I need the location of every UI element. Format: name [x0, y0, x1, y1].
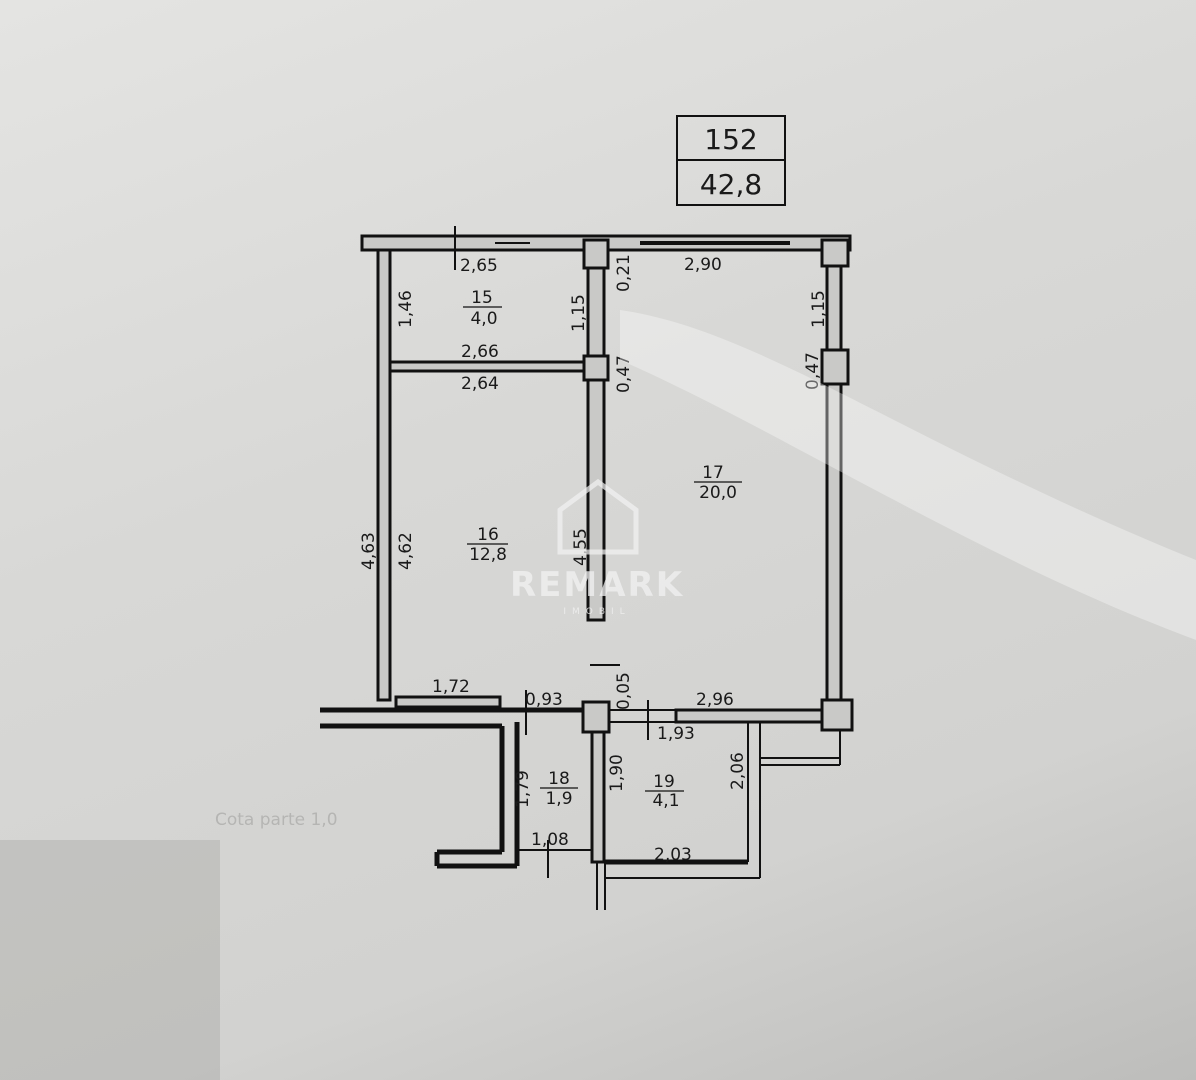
watermark-brand: REMARK	[510, 565, 684, 605]
room-19: 19 4,1	[645, 772, 684, 811]
dimension-label: 0,47	[614, 355, 634, 393]
room-number: 17	[702, 463, 724, 483]
watermark-logo: REMARK IMOBIL	[510, 478, 684, 617]
dimension-label: 0,05	[614, 672, 634, 710]
house-icon	[557, 478, 639, 555]
dimension-label: 1,08	[531, 830, 569, 850]
dimension-label: 1,79	[513, 770, 533, 808]
dimension-label: 1,93	[657, 724, 695, 744]
dimension-label: 1,90	[607, 754, 627, 792]
room-number: 19	[653, 772, 675, 792]
dimension-label: 2,03	[654, 845, 692, 865]
room-area: 20,0	[699, 483, 737, 503]
room-area: 4,1	[652, 791, 679, 811]
dimension-label: 0,21	[614, 254, 634, 292]
room-16: 16 12,8	[467, 525, 508, 565]
room-number: 18	[548, 769, 570, 789]
dimension-label: 1,72	[432, 677, 470, 697]
watermark-sub: IMOBIL	[563, 607, 630, 617]
dimension-label: 2,90	[684, 255, 722, 275]
glare	[620, 310, 1196, 640]
dimension-label: 1,15	[809, 290, 829, 328]
room-17: 17 20,0	[694, 463, 742, 503]
dimension-label: 4,62	[396, 532, 416, 570]
dimension-label: 2,06	[728, 752, 748, 790]
dimension-label: 4,55	[571, 528, 591, 566]
dimension-label: 0,47	[803, 352, 823, 390]
room-18: 18 1,9	[540, 769, 578, 809]
room-number: 15	[471, 288, 493, 308]
room-15: 15 4,0	[463, 288, 502, 329]
dimension-label: 1,46	[396, 290, 416, 328]
walls	[320, 226, 854, 910]
dimensions: 2,65 2,90 2,66 2,64 1,72 0,93 2,96 1,93 …	[359, 254, 829, 865]
dimension-label: 1,15	[569, 294, 589, 332]
dimension-label: 2,96	[696, 690, 734, 710]
shadow	[0, 840, 220, 1080]
dimension-label: 2,65	[460, 256, 498, 276]
room-area: 1,9	[545, 789, 572, 809]
room-area: 4,0	[470, 309, 497, 329]
background-text: Cota parte 1,0	[215, 810, 338, 830]
dimension-label: 0,93	[525, 690, 563, 710]
dimension-label: 2,64	[461, 374, 499, 394]
room-area: 12,8	[469, 545, 507, 565]
total-area: 42,8	[700, 168, 762, 201]
room-number: 16	[477, 525, 499, 545]
apartment-box: 152 42,8	[676, 115, 786, 206]
apartment-number: 152	[704, 123, 757, 156]
dimension-label: 2,66	[461, 342, 499, 362]
dimension-label: 4,63	[359, 532, 379, 570]
